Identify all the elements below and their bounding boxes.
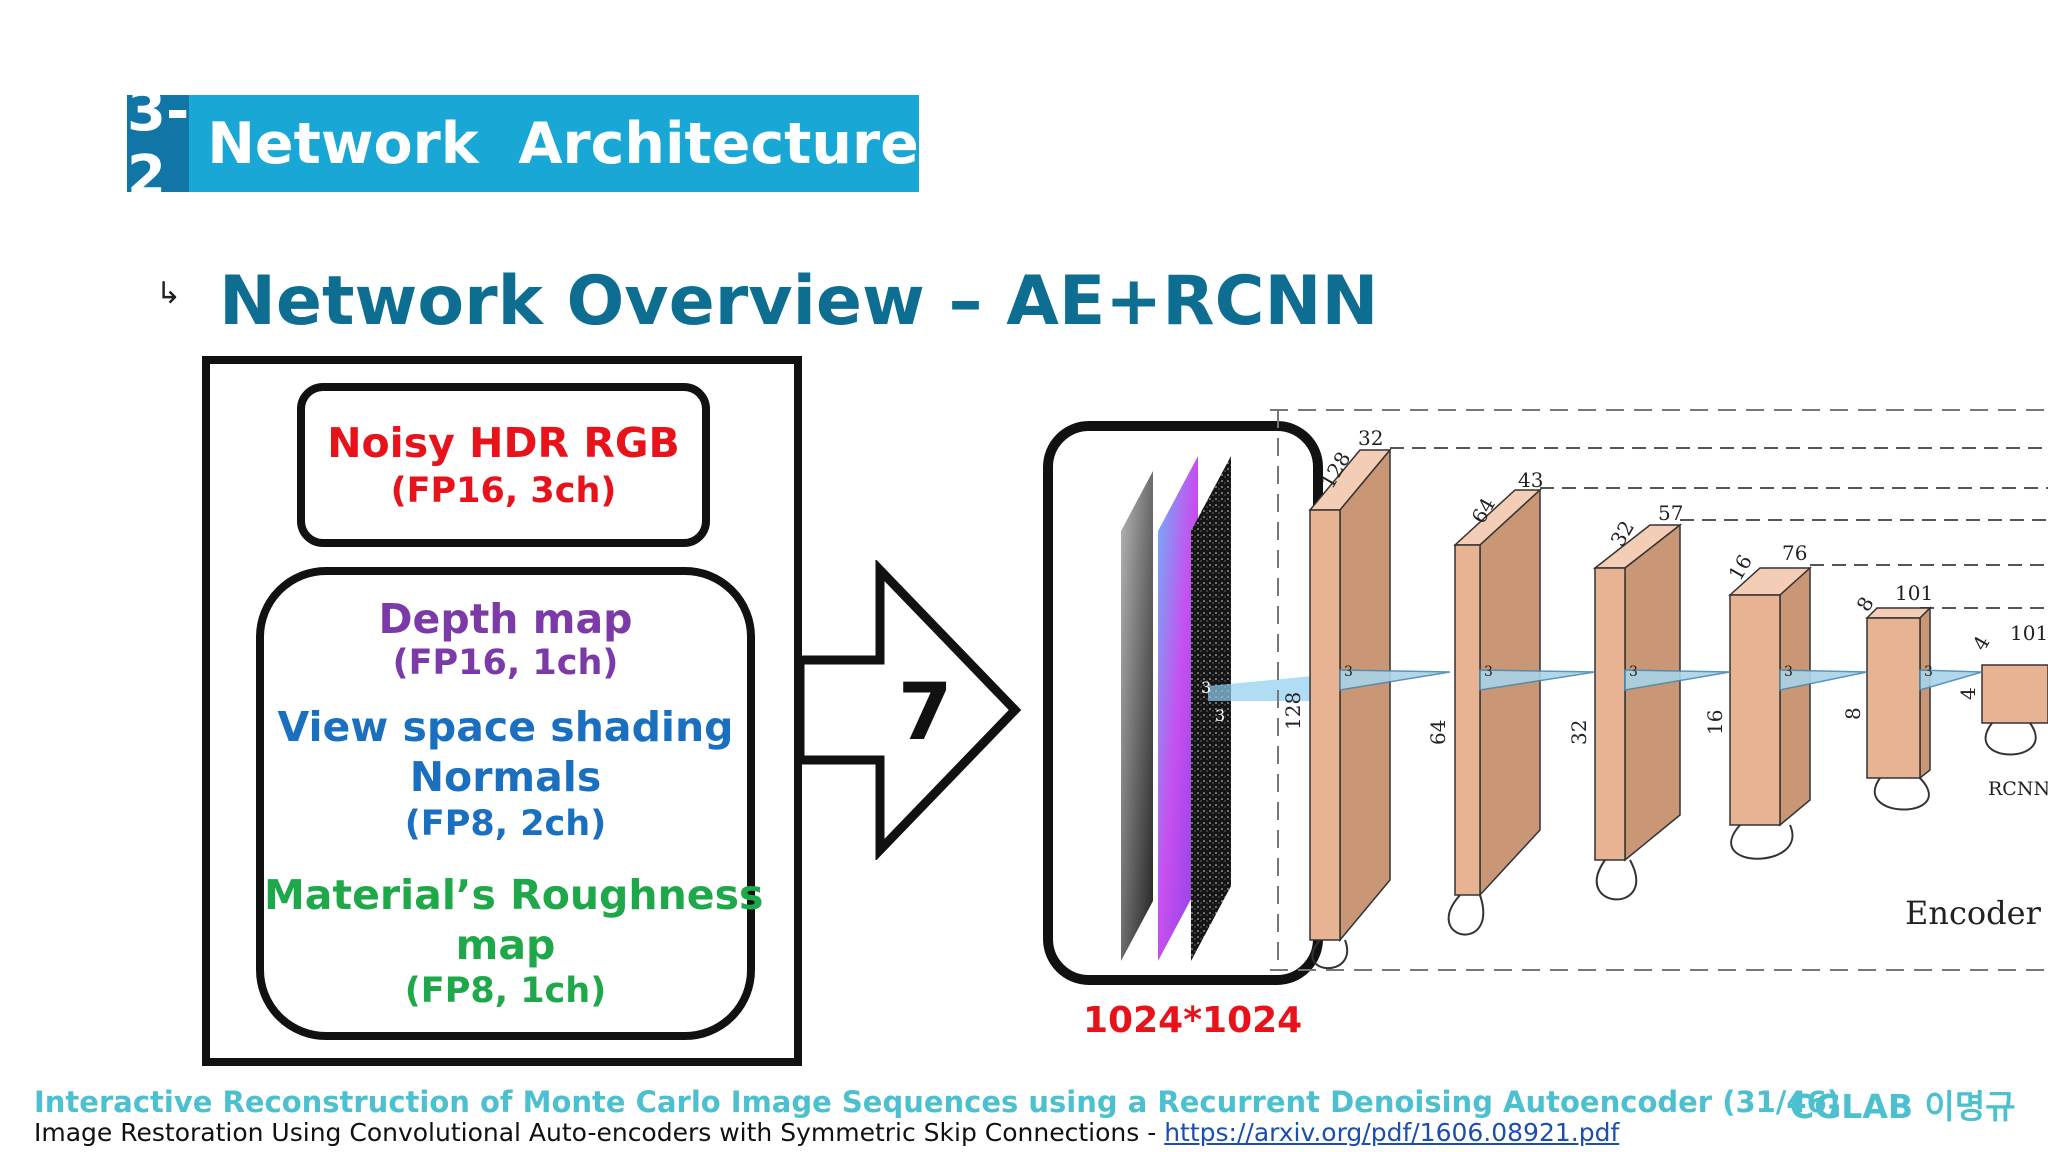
noisy-rgb-box: Noisy HDR RGB (FP16, 3ch)	[297, 383, 710, 547]
layer-height-label: 4	[1956, 687, 1980, 700]
encoder-diagram: 32 43 57 76 101 101 128 64 32 16 8 4 128…	[1270, 409, 2048, 971]
right-arrow-icon	[800, 560, 1022, 860]
kernel-size-label: 3	[1629, 664, 1638, 680]
layer-width-label: 101	[1895, 581, 1933, 605]
kernel-size-label: 3	[1924, 664, 1933, 680]
depth-label: Depth map	[378, 595, 633, 643]
normals-layer	[1158, 456, 1198, 961]
auxiliary-features-box: Depth map (FP16, 1ch) View space shading…	[256, 567, 764, 1040]
layer-height-label: 128	[1281, 692, 1305, 730]
depth-format: (FP16, 1ch)	[392, 643, 619, 683]
roughness-format: (FP8, 1ch)	[404, 971, 607, 1011]
kernel-cones	[1339, 669, 1983, 691]
reference-link[interactable]: https://arxiv.org/pdf/1606.08921.pdf	[1164, 1118, 1620, 1147]
title-banner: 3-2 Network Architecture	[127, 78, 919, 209]
kernel-cone	[1208, 676, 1313, 701]
layer-width-label: 76	[1782, 541, 1807, 565]
kernel-size-label: 3	[1344, 664, 1353, 680]
footer-brand: CGLAB 이명규	[1790, 1087, 2016, 1126]
reference-text: Image Restoration Using Convolutional Au…	[34, 1118, 1165, 1147]
layer-top-label: 4	[1968, 631, 1995, 654]
roughness-label-line1: Material’s Roughness	[264, 871, 764, 919]
layer-width-label: 57	[1658, 501, 1683, 525]
kernel-label: 3	[1201, 678, 1211, 697]
input-features-box	[202, 356, 802, 1066]
section-number: 3-2	[127, 78, 190, 209]
footer-reference: Image Restoration Using Convolutional Au…	[34, 1118, 1619, 1147]
noisy-rgb-format: (FP16, 3ch)	[390, 471, 617, 511]
layer-width-label: 43	[1518, 468, 1543, 492]
depth-layer	[1121, 471, 1153, 961]
slide-subheading: Network Overview – AE+RCNN	[219, 262, 1379, 341]
conv-block	[1592, 523, 1683, 862]
normals-label-line1: View space shading	[277, 703, 734, 751]
roughness-label-line2: map	[455, 921, 556, 969]
conv-block	[1981, 664, 2048, 724]
resolution-label: 1024*1024	[1083, 1000, 1303, 1041]
conv-block	[1453, 488, 1542, 897]
normals-label-line2: Normals	[409, 753, 602, 801]
layer-width-label: 32	[1358, 426, 1383, 450]
layer-height-label: 32	[1567, 720, 1591, 745]
conv-block	[1308, 447, 1392, 943]
layer-height-label: 64	[1426, 720, 1450, 745]
encoder-label: Encoder	[1905, 894, 2042, 932]
dashed-frame	[1270, 409, 2048, 971]
rcnn-label: RCNN	[1988, 778, 2048, 800]
bullet-arrow-icon: ↳	[156, 276, 182, 311]
feature-map-stack: 3 3	[1121, 456, 1313, 961]
footer-title: Interactive Reconstruction of Monte Carl…	[34, 1085, 1841, 1119]
noisy-rgb-label: Noisy HDR RGB	[327, 419, 680, 467]
conv-block	[1728, 566, 1812, 827]
section-title: Network Architecture	[189, 95, 919, 192]
roughness-layer	[1191, 456, 1231, 961]
skip-dashes	[1390, 447, 2048, 609]
recurrent-loops	[1311, 722, 2037, 970]
kernel-label: 3	[1215, 706, 1225, 725]
conv-block	[1865, 606, 1932, 780]
layer-height-label: 16	[1703, 710, 1727, 735]
normals-format: (FP8, 2ch)	[404, 804, 607, 844]
kernel-size-label: 3	[1784, 664, 1793, 680]
channel-count: 7	[898, 668, 953, 758]
layer-width-label: 101	[2010, 621, 2048, 645]
layer-height-label: 8	[1841, 707, 1865, 720]
kernel-size-label: 3	[1484, 664, 1493, 680]
